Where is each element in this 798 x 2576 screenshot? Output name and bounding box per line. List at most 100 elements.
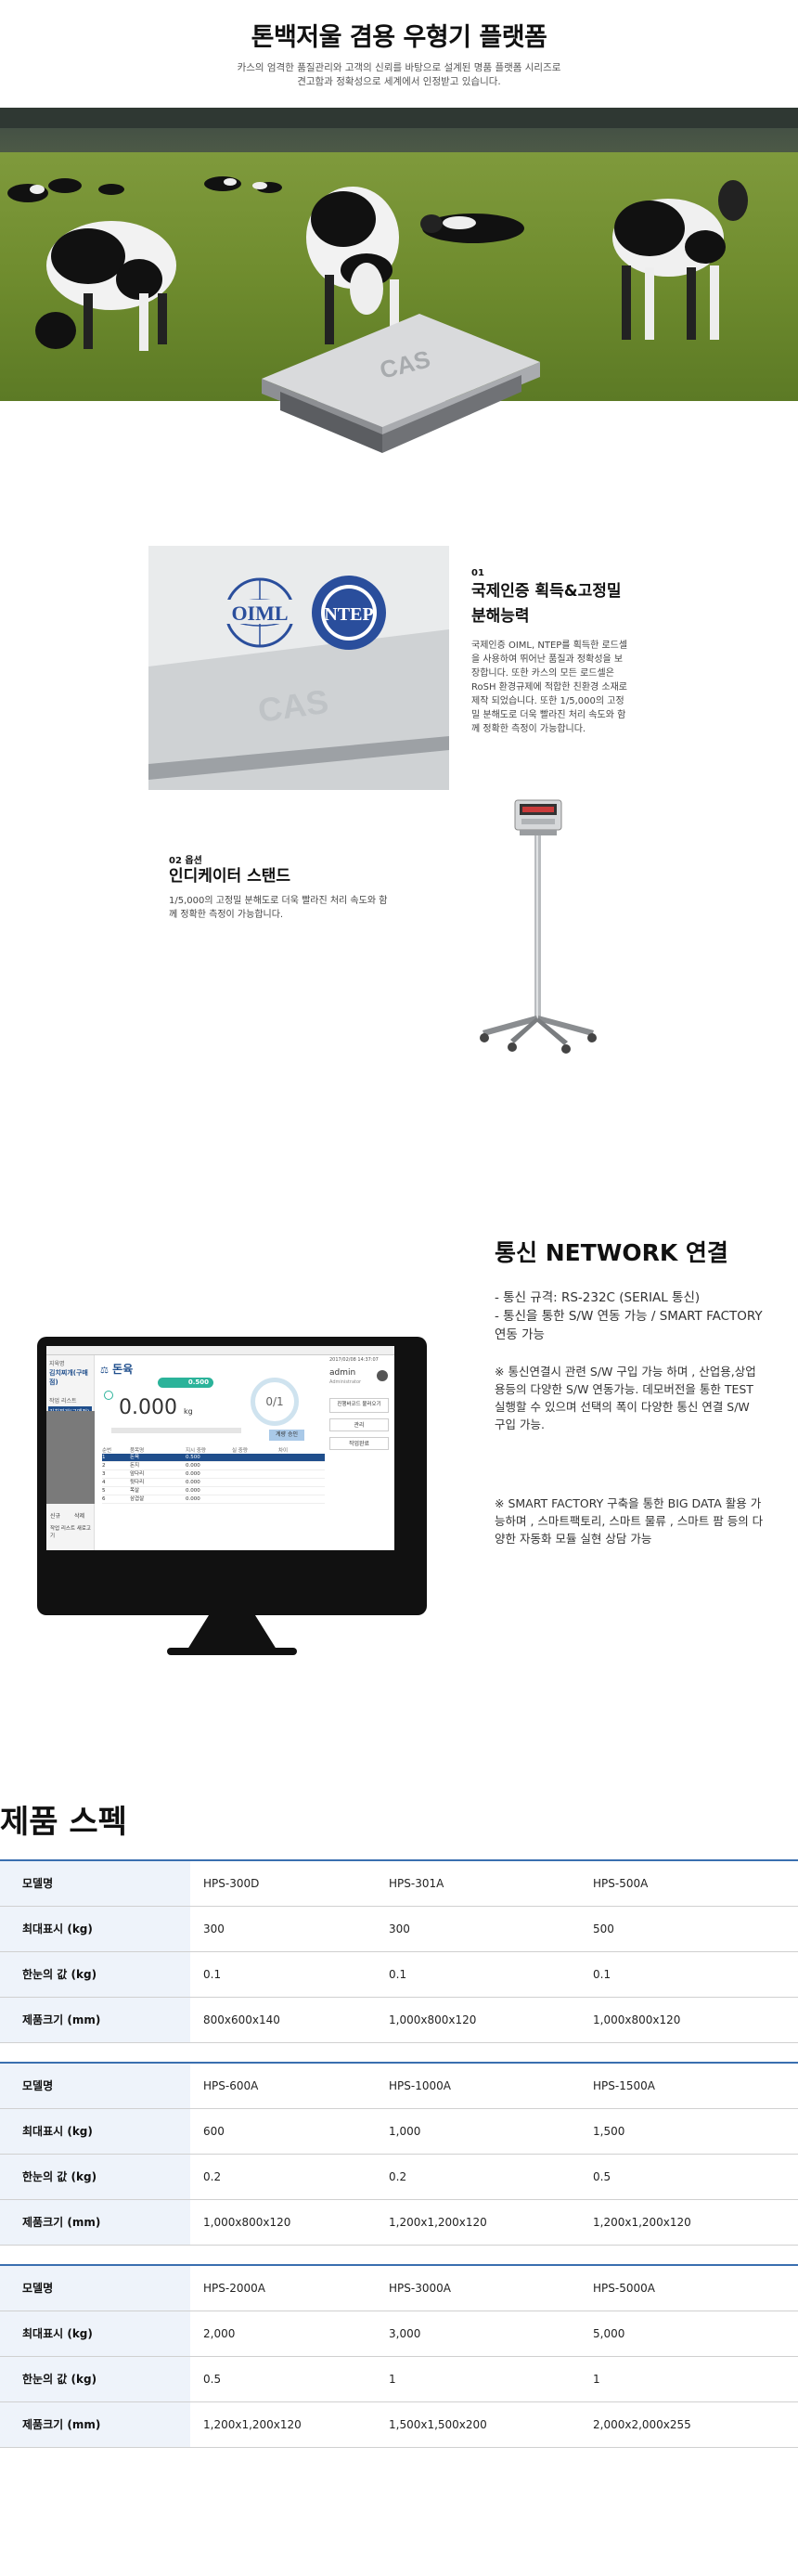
svg-text:NTEP: NTEP [324,604,373,625]
spec-cell: 0.2 [376,2154,580,2200]
spec-cell: 3,000 [376,2311,580,2357]
spec-cell: 300 [190,1906,376,1952]
feature-2-body: 1/5,000의 고정밀 분해도로 더욱 빨라진 처리 속도와 함께 정확한 측… [169,896,388,920]
app-table-cell: 3 [102,1471,106,1477]
weight-display: 0.000 kg [119,1396,193,1419]
spec-cell: HPS-300D [190,1859,376,1907]
app-left-panel: 지육명 김치찌개(구매점) 작업 리스트 김치찌개(구매점) 신규 삭제 작업 … [46,1355,95,1550]
spec-cell: 1,000x800x120 [376,1997,580,2043]
feature-2-number: 02 옵션 [169,856,202,866]
app-table-cell: 0.000 [186,1488,200,1494]
monitor-stand [186,1615,278,1652]
app-table-cell [232,1495,278,1503]
spec-cell: HPS-301A [376,1859,580,1907]
spec-cell: 800x600x140 [190,1997,376,2043]
app-table-cell: 6 [102,1496,106,1502]
subtitle-line-2: 견고함과 정확성으로 세계에서 인정받고 있습니다. [297,76,501,87]
subtitle-line-1: 카스의 엄격한 품질관리와 고객의 신뢰를 바탕으로 설계된 명품 플랫폼 시리… [237,62,561,73]
app-table-cell [232,1462,278,1469]
spec-cell: 5,000 [580,2311,798,2357]
ntep-badge: NTEP [312,576,386,650]
app-user-role: Administrator [329,1379,362,1385]
side-button-manage[interactable]: 관리 [329,1418,389,1431]
weighing-software-screen: 지육명 김치찌개(구매점) 작업 리스트 김치찌개(구매점) 신규 삭제 작업 … [46,1346,394,1550]
spec-cell: HPS-1000A [376,2062,580,2109]
spec-cell: 0.1 [190,1951,376,1998]
app-product-title: ⚖ 돈육 [100,1363,134,1376]
left-btn-new[interactable]: 신규 [50,1513,61,1520]
app-table-header: 순번 품목명 지시 중량 실 중량 차이 [102,1448,289,1454]
spec-cell: HPS-600A [190,2062,376,2109]
app-table-cell [232,1470,278,1478]
spec-row-label: 한눈의 값 (kg) [0,1951,190,1998]
spec-row-label: 최대표시 (kg) [0,2311,190,2357]
svg-text:OIML: OIML [231,602,288,625]
spec-cell: 1,200x1,200x120 [190,2401,376,2448]
spec-cell: 0.1 [376,1951,580,1998]
spec-cell: 1,000 [376,2108,580,2155]
network-note-1: ※ 통신연결시 관련 S/W 구입 가능 하며 , 산업용,상업용등의 다양한 … [495,1365,756,1431]
spec-cell: 1,500 [580,2108,798,2155]
monitor-base [167,1648,297,1655]
network-specs: - 통신 규격: RS-232C (SERIAL 통신) - 통신을 통한 S/… [495,1288,764,1344]
oiml-badge: OIML [221,577,299,648]
settings-gear-icon[interactable] [377,1370,388,1381]
spec-row-label: 모델명 [0,2264,190,2311]
spec-cell: HPS-5000A [580,2264,798,2311]
spec-cell: 2,000x2,000x255 [580,2401,798,2448]
spec-cell: 1 [580,2356,798,2402]
network-title: 통신 NETWORK 연결 [495,1239,728,1266]
left-list-area [46,1411,95,1504]
spec-cell: 500 [580,1906,798,1952]
left-list-item-1[interactable]: 작업 리스트 [49,1398,77,1405]
spec-cell: HPS-3000A [376,2264,580,2311]
spec-cell: HPS-500A [580,1859,798,1907]
network-bullet-1: - 통신 규격: RS-232C (SERIAL 통신) [495,1290,701,1305]
spec-cell: 0.5 [580,2154,798,2200]
app-table-cell: 0.000 [186,1496,200,1502]
spec-title: 제품 스펙 [0,1804,127,1841]
spec-cell: 1,000x800x120 [580,1997,798,2043]
left-btn-delete[interactable]: 삭제 [74,1513,85,1520]
target-weight-badge: 0.500 [158,1378,213,1388]
app-table-cell [278,1487,315,1495]
spec-row-label: 모델명 [0,1859,190,1907]
spec-row-label: 제품크기 (mm) [0,1997,190,2043]
register-button[interactable]: 계량 승인 [269,1430,304,1441]
weight-bar [111,1428,241,1433]
app-table-cell: 돈지 [130,1463,140,1469]
left-btn-refresh[interactable]: 작업 리스트 새로고기 [50,1526,91,1539]
app-table-cell: 앞다리 [130,1471,145,1477]
app-table-cell [278,1470,315,1478]
app-table-cell: 1 [102,1455,106,1460]
app-titlebar [46,1346,394,1355]
side-button-barcode[interactable]: 진행바코드 불러오기 [329,1398,389,1413]
side-button-complete[interactable]: 작업완료 [329,1437,389,1450]
page-subtitle: 카스의 엄격한 품질관리와 고객의 신뢰를 바탕으로 설계된 명품 플랫폼 시리… [0,61,798,89]
feature-1-body: 국제인증 OIML, NTEP를 획득한 로드셀을 사용하여 뛰어난 품질과 정… [471,641,628,734]
app-table-cell: 0.000 [186,1480,200,1485]
app-table-cell: 2 [102,1463,106,1469]
spec-row-label: 제품크기 (mm) [0,2199,190,2246]
app-table-cell: 5 [102,1488,106,1494]
indicator-stand-image [464,787,612,1060]
spec-cell: HPS-1500A [580,2062,798,2109]
spec-row-label: 제품크기 (mm) [0,2401,190,2448]
app-table-cell: 0.500 [186,1455,200,1460]
spec-cell: 0.2 [190,2154,376,2200]
